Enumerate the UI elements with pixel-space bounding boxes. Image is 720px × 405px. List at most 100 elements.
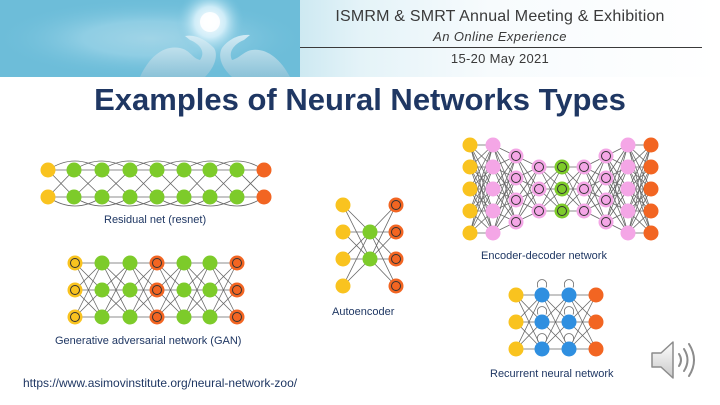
recurrent-node (534, 314, 550, 330)
ring-node (149, 255, 165, 271)
hidden-node (66, 189, 82, 205)
resnet-caption: Residual net (resnet) (104, 214, 207, 226)
hidden-node (202, 255, 218, 271)
node-ring (152, 258, 162, 268)
ring-node (598, 148, 614, 164)
connection (469, 144, 494, 234)
autoencoder-caption: Autoencoder (332, 306, 395, 318)
node-ring (391, 281, 401, 291)
node-ring (391, 200, 401, 210)
ring-node (576, 203, 592, 219)
connection (561, 166, 585, 212)
hidden-node (94, 162, 110, 178)
source-link[interactable]: https://www.asimovinstitute.org/neural-n… (23, 376, 298, 390)
encoder-node (485, 159, 501, 175)
connection (605, 166, 629, 223)
encoder-node (485, 137, 501, 153)
node-ring (391, 254, 401, 264)
output-node (643, 181, 659, 197)
hidden-node (362, 224, 378, 240)
ring-node (508, 214, 524, 230)
connection (342, 231, 371, 287)
node-ring (534, 162, 544, 172)
speaker-icon[interactable] (648, 338, 700, 382)
node-ring (557, 206, 567, 216)
input-node (462, 203, 478, 219)
node-ring (511, 151, 521, 161)
ring-node (508, 192, 524, 208)
connection (492, 155, 517, 212)
connection (156, 262, 185, 318)
encoder-node (620, 159, 636, 175)
connection (627, 144, 652, 190)
ring-node (531, 181, 547, 197)
node-ring (152, 312, 162, 322)
node-ring (511, 173, 521, 183)
node-ring (601, 217, 611, 227)
connection (627, 144, 652, 234)
recurrent-loop (536, 279, 548, 288)
conference-name: ISMRM & SMRT Annual Meeting & Exhibition (335, 8, 665, 25)
connection (469, 188, 494, 234)
node-ring (391, 227, 401, 237)
node-ring (232, 285, 242, 295)
hidden-node (122, 282, 138, 298)
ring-node (554, 181, 570, 197)
hidden-node (362, 251, 378, 267)
output-node (588, 314, 604, 330)
input-node (462, 181, 478, 197)
connection (627, 144, 652, 212)
hidden-node (122, 255, 138, 271)
input-node (335, 251, 351, 267)
slide-title: Examples of Neural Networks Types (94, 82, 626, 117)
conference-banner: ISMRM & SMRT Annual Meeting & Exhibition… (0, 0, 720, 77)
ring-node (508, 170, 524, 186)
ring-node (67, 309, 83, 325)
input-node (462, 225, 478, 241)
input-node (335, 224, 351, 240)
output-node (588, 287, 604, 303)
encoder-decoder-caption: Encoder-decoder network (481, 250, 607, 262)
connection (469, 144, 494, 190)
ring-node (531, 203, 547, 219)
hidden-node (94, 255, 110, 271)
node-ring (557, 184, 567, 194)
connection (605, 144, 629, 201)
hidden-node (122, 309, 138, 325)
ring-node (598, 192, 614, 208)
node-ring (579, 184, 589, 194)
output-node (588, 341, 604, 357)
ring-node (388, 278, 404, 294)
hidden-node (176, 282, 192, 298)
hidden-node (229, 162, 245, 178)
hidden-node (149, 189, 165, 205)
hidden-node (94, 282, 110, 298)
ring-node (598, 214, 614, 230)
node-ring (601, 151, 611, 161)
node-ring (232, 258, 242, 268)
ring-node (229, 282, 245, 298)
recurrent-loop (563, 306, 575, 315)
connection (209, 262, 238, 318)
output-node (256, 162, 272, 178)
hidden-node (122, 189, 138, 205)
input-node (335, 278, 351, 294)
connection (605, 144, 629, 223)
ring-node (229, 255, 245, 271)
recurrent-node (534, 287, 550, 303)
hidden-node (122, 162, 138, 178)
ring-node (598, 170, 614, 186)
input-node (462, 159, 478, 175)
ring-node (531, 159, 547, 175)
input-node (508, 287, 524, 303)
output-node (643, 159, 659, 175)
input-node (462, 137, 478, 153)
output-node (643, 137, 659, 153)
connection (183, 262, 211, 318)
node-ring (70, 285, 80, 295)
connection (369, 204, 397, 260)
input-node (508, 341, 524, 357)
node-ring (557, 162, 567, 172)
hidden-node (229, 189, 245, 205)
